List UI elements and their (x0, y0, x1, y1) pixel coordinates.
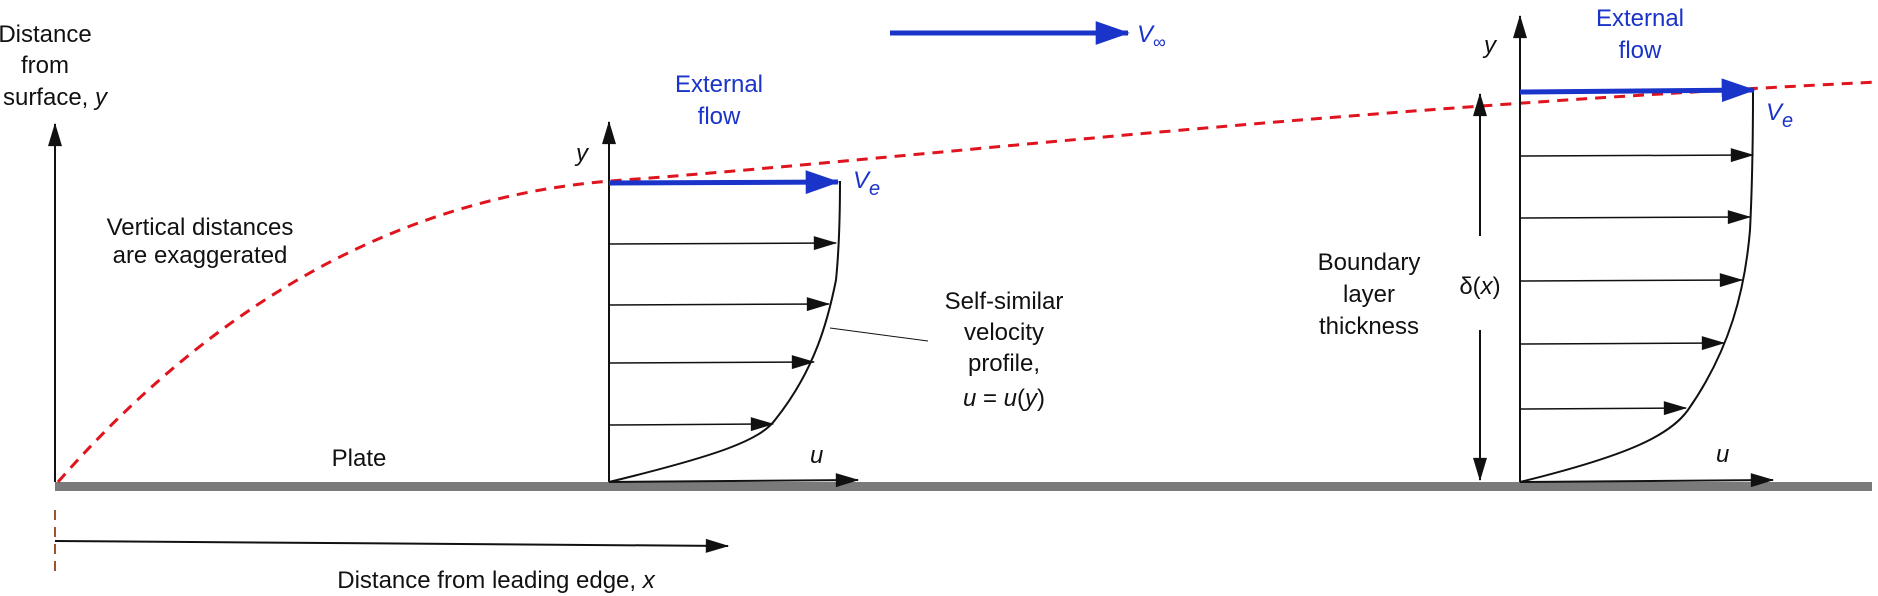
y-axis-label-line2: from (21, 52, 69, 79)
profile2-curve (1519, 89, 1754, 483)
profile1-ve-label: Ve (853, 167, 880, 200)
thickness-line2: layer (1343, 281, 1395, 308)
profile2-external-line2: flow (1619, 37, 1662, 64)
plate (55, 482, 1872, 491)
profile1-curve (608, 180, 841, 483)
profile1-arrow-1 (608, 417, 775, 432)
profile2-arrow-2 (1519, 336, 1726, 351)
self-similar-eq: = (976, 385, 1003, 412)
profile1-arrow-2 (608, 355, 816, 370)
thickness-delta-close: ) (1493, 273, 1501, 300)
boundary-layer-edge-curve (56, 80, 1878, 483)
profile1-arrow-3 (608, 297, 831, 312)
profile2-u-axis (1519, 473, 1775, 488)
profile2-ve-sub: e (1782, 110, 1793, 132)
profile1-y-label: y (574, 140, 590, 167)
profile1-ve-v: V (853, 167, 871, 194)
x-axis-label-text: Distance from leading edge, (337, 567, 643, 594)
self-similar-line2: velocity (964, 319, 1044, 346)
thickness-delta: δ(x) (1459, 273, 1500, 300)
y-axis-label-line1: Distance (0, 21, 92, 48)
freestream-label: V∞ (1137, 21, 1166, 52)
y-axis-label-line3: surface, y (3, 84, 109, 111)
profile2-ve-label: Ve (1766, 99, 1793, 132)
velocity-profile-1 (602, 120, 860, 488)
note-line2: are exaggerated (113, 242, 288, 269)
self-similar-line1: Self-similar (945, 288, 1064, 315)
profile2-arrow-3 (1519, 273, 1744, 288)
y-axis-label-var: y (93, 84, 109, 111)
velocity-profile-2 (1513, 14, 1775, 488)
thickness-delta-var: x (1480, 273, 1494, 300)
note-line1: Vertical distances (107, 214, 294, 241)
profile2-arrow-4 (1519, 210, 1752, 225)
self-similar-leader (829, 327, 929, 342)
thickness-line3: thickness (1319, 313, 1419, 340)
y-axis-label-text: surface, (3, 84, 95, 111)
freestream-sub: ∞ (1153, 32, 1166, 52)
profile2-u-label: u (1716, 441, 1729, 468)
profile2-ve-v: V (1766, 99, 1784, 126)
profile1-arrow-4 (608, 236, 838, 251)
profile1-u-axis (608, 473, 860, 488)
self-similar-u2: u (1004, 385, 1017, 412)
self-similar-paren-close: ) (1037, 385, 1045, 412)
profile1-u-label: u (810, 442, 823, 469)
self-similar-line4: u = u(y) (963, 385, 1045, 412)
self-similar-paren-open: ( (1017, 385, 1025, 412)
x-axis-label-var: x (642, 567, 656, 594)
x-axis-label: Distance from leading edge, x (337, 567, 656, 594)
plate-label: Plate (332, 445, 387, 472)
profile1-ve-sub: e (869, 178, 880, 200)
x-axis-arrow (54, 538, 730, 553)
profile2-arrow-5 (1519, 148, 1755, 163)
profile1-edge-velocity-arrow (608, 170, 840, 195)
profile2-external-line1: External (1596, 5, 1684, 32)
thickness-delta-sym: δ( (1459, 273, 1480, 300)
profile2-y-label: y (1482, 32, 1498, 59)
self-similar-y: y (1023, 385, 1039, 412)
profile2-arrow-1 (1519, 401, 1688, 416)
thickness-line1: Boundary (1318, 249, 1421, 276)
profile1-external-line2: flow (698, 103, 741, 130)
profile1-external-line1: External (675, 71, 763, 98)
profile2-edge-velocity-arrow (1519, 78, 1756, 103)
self-similar-line3: profile, (968, 350, 1040, 377)
freestream-v: V (1137, 21, 1155, 48)
self-similar-u1: u (963, 385, 976, 412)
